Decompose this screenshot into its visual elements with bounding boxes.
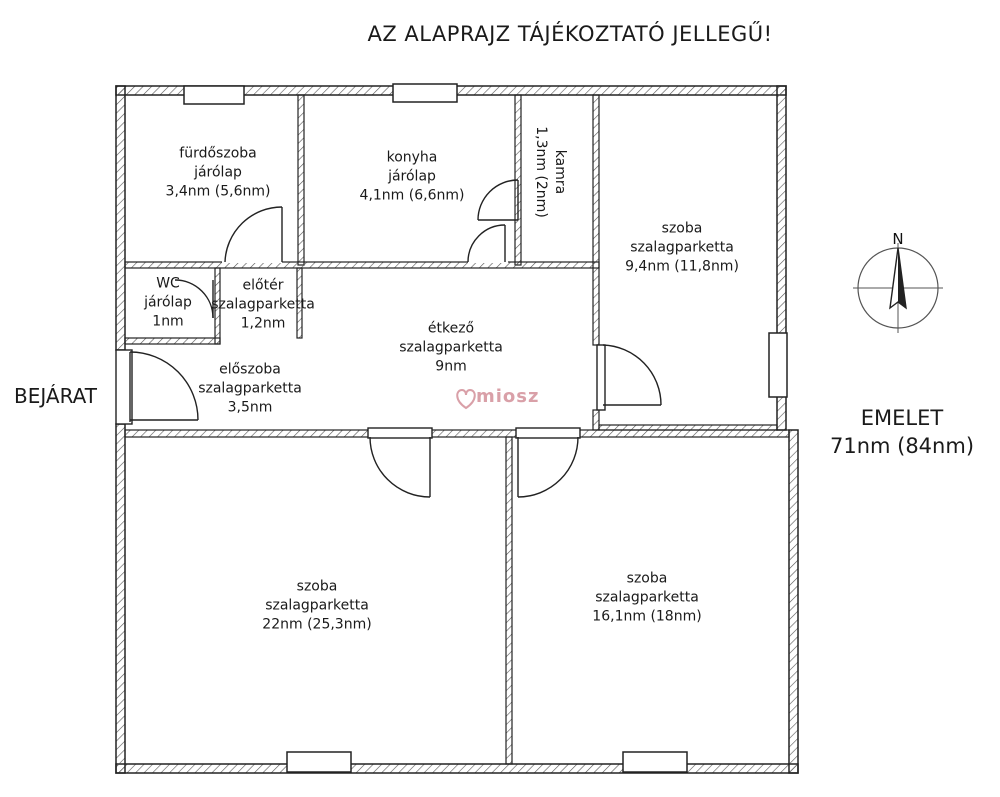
plan-title: AZ ALAPRAJZ TÁJÉKOZTATÓ JELLEGŰ! (367, 22, 773, 46)
room-label-room-southwest: szoba szalagparketta 22nm (25,3nm) (262, 578, 372, 633)
floor-name: EMELET (860, 406, 944, 430)
floor-area: 71nm (84nm) (829, 434, 975, 458)
watermark-icon (456, 388, 476, 410)
room-label-bathroom: fürdőszoba járólap 3,4nm (5,6nm) (165, 145, 271, 200)
room-label-room-southeast: szoba szalagparketta 16,1nm (18nm) (592, 570, 702, 625)
room-label-kitchen: konyha járólap 4,1nm (6,6nm) (359, 149, 465, 204)
doors (115, 179, 662, 498)
compass-north-label: N (892, 230, 903, 248)
entrance-label: BEJÁRAT (14, 384, 98, 408)
room-label-room-northeast: szoba szalagparketta 9,4nm (11,8nm) (625, 220, 739, 275)
room-label-dining: étkező szalagparketta 9nm (399, 320, 503, 375)
room-label-wc: WC járólap 1nm (144, 275, 192, 330)
windows (183, 83, 788, 773)
room-label-vestibule: előtér szalagparketta 1,2nm (211, 277, 315, 332)
floor-info: EMELET 71nm (84nm) (822, 404, 982, 460)
room-label-pantry: kamra 1,3nm (2nm) (533, 126, 568, 218)
room-label-hallway: előszoba szalagparketta 3,5nm (198, 361, 302, 416)
watermark: miosz (454, 386, 539, 407)
compass-rose: N (853, 230, 943, 333)
watermark-text: miosz (476, 386, 540, 407)
